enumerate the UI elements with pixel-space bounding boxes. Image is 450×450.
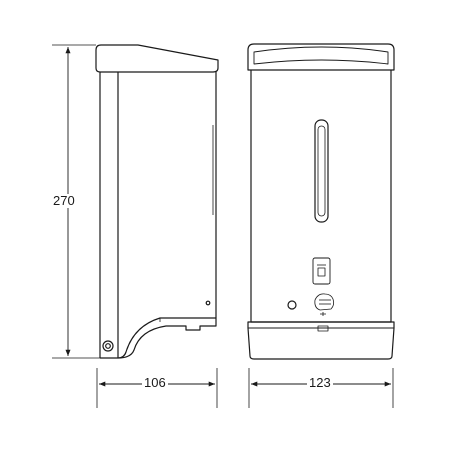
front-view-sensor [287,300,297,310]
side-view [95,44,219,359]
height-value-label: 270 [51,193,77,208]
front-view-window-outer [314,119,329,223]
front-view-base [247,321,395,360]
depth-value-label: 106 [142,375,168,390]
front-view-lid-curve [253,46,389,65]
side-view-nozzle-housing [117,317,217,359]
front-view-window-inner [317,125,326,217]
front-view [247,43,395,360]
hand-icon [314,293,335,316]
side-view-lock-outer [102,340,114,352]
front-view-indicator-plate [312,257,331,285]
front-view-lid [247,43,395,71]
front-view-nozzle [317,325,329,332]
side-view-lock-inner [105,343,111,349]
side-view-sensor-dot [205,300,211,306]
side-view-lid [95,44,219,73]
width-value-label: 123 [307,375,333,390]
